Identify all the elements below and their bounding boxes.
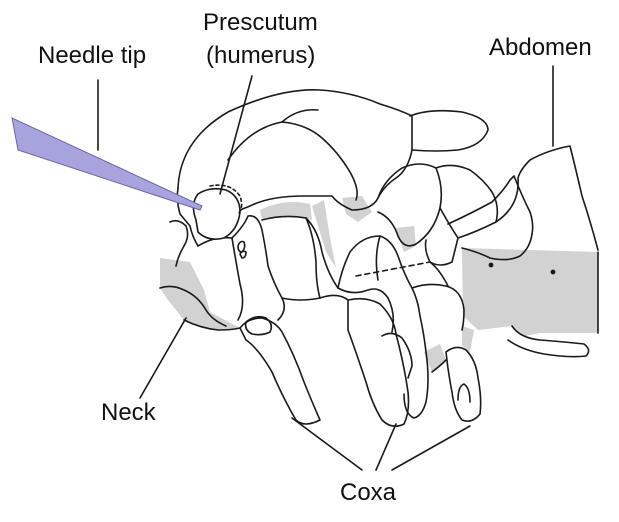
posterior-plate	[436, 165, 497, 238]
spiracle-dot-1	[489, 263, 494, 268]
neck-membrane	[160, 258, 240, 330]
humerus-label: (humerus)	[206, 42, 315, 69]
prescutum-humerus-outline	[193, 189, 240, 239]
metathoracic-region	[412, 284, 464, 330]
hind-coxa-1	[404, 288, 428, 418]
abdomen-membrane	[462, 248, 598, 336]
neck-collar	[170, 221, 188, 266]
posterior-plate-2	[426, 208, 459, 265]
abdomen-label: Abdomen	[489, 34, 592, 61]
mesonotum-ridge	[282, 110, 318, 122]
coxa-leader-2	[376, 424, 396, 470]
mesonotum-inner-contour	[228, 122, 357, 200]
propleuron-inner	[232, 238, 243, 320]
abdomen-tergite-1	[496, 146, 598, 250]
neck-label: Neck	[101, 399, 157, 426]
mid-coxa	[348, 299, 409, 427]
coxa-leader-1	[292, 418, 362, 470]
coxa-label: Coxa	[340, 479, 397, 506]
neck-leader	[140, 318, 186, 398]
needle-tip-label: Needle tip	[38, 42, 146, 69]
prescutum-leader	[220, 76, 252, 194]
scutellum-lobe	[410, 111, 488, 151]
mesopleuron-suture	[306, 218, 320, 298]
needle	[12, 118, 202, 210]
coxa-leader-3	[392, 426, 470, 470]
wing-base-sclerite	[238, 242, 246, 259]
prescutum-label: Prescutum	[203, 9, 318, 36]
pleural-suture-dashed	[356, 262, 430, 276]
spiracle-dot-2	[551, 270, 556, 275]
fore-coxa-joint	[246, 317, 272, 335]
mesopleuron-lower	[282, 295, 348, 300]
hind-coxa-2-inner	[458, 384, 470, 402]
metapleuron	[338, 236, 412, 288]
metapleuron-suture	[376, 236, 380, 280]
